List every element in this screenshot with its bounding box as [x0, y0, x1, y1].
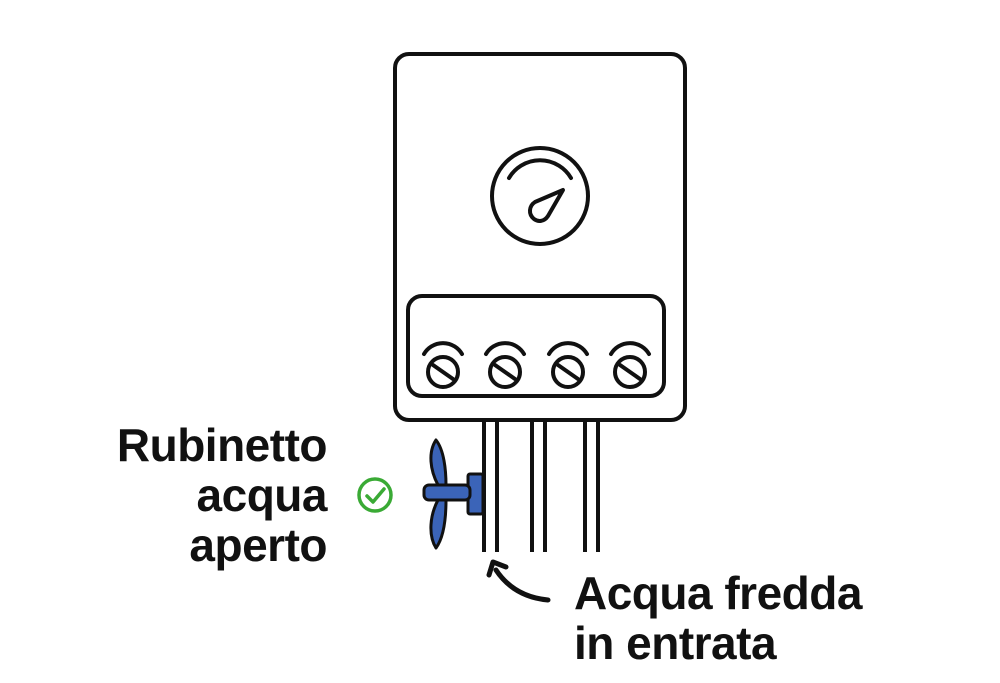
valve-label-line-3: aperto: [189, 519, 327, 571]
curved-arrow-icon: [486, 559, 551, 603]
inlet-label-line-2: in entrata: [574, 617, 777, 669]
check-circle-icon: [357, 477, 393, 513]
knob-4-icon: [609, 341, 651, 389]
knob-1-icon: [422, 341, 464, 389]
inlet-label-line-1: Acqua fredda: [574, 567, 862, 619]
tap-handle-icon: [422, 438, 485, 550]
knob-3-icon: [547, 341, 589, 389]
valve-label-line-2: acqua: [196, 469, 328, 521]
inlet-label: Acqua fredda in entrata: [574, 570, 862, 670]
valve-label-line-1: Rubinetto: [116, 419, 328, 471]
knob-2-icon: [484, 341, 526, 389]
pressure-gauge-icon: [490, 146, 590, 246]
control-knobs: [422, 341, 651, 389]
valve-status-label: Rubinetto acqua aperto: [116, 419, 328, 572]
control-panel: [406, 294, 666, 398]
pipes: [482, 420, 600, 552]
